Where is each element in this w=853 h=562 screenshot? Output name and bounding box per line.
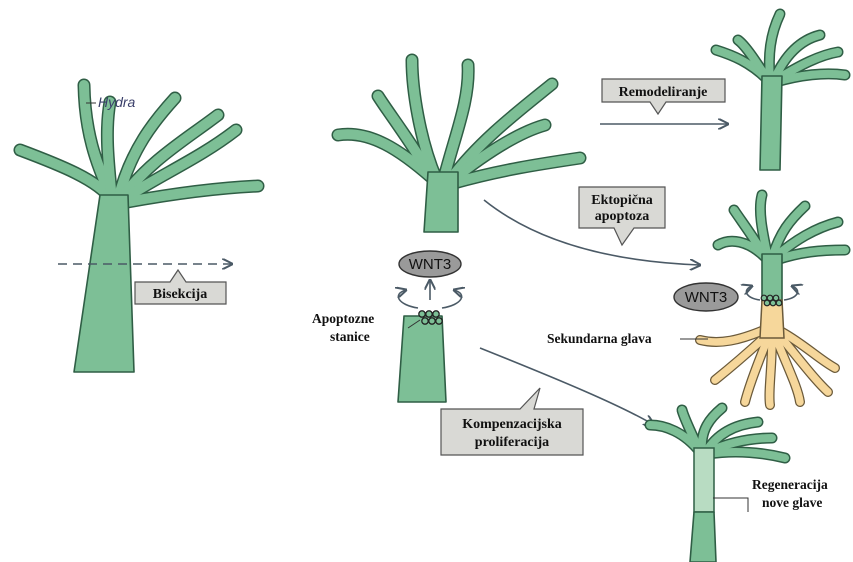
regeneration-label-line2: nove glave bbox=[762, 495, 822, 510]
hydra-label: Hydra bbox=[98, 94, 136, 110]
whole-hydra bbox=[20, 85, 258, 372]
apoptotic-cells-label-line2: stanice bbox=[330, 329, 370, 344]
compensatory-callout: Kompenzacijska proliferacija bbox=[441, 388, 583, 455]
regeneration-label-line1: Regeneracija bbox=[752, 477, 828, 492]
signal-arrow-right bbox=[442, 290, 462, 308]
remodeling-label: Remodeliranje bbox=[619, 85, 708, 100]
wnt3-label-left: WNT3 bbox=[409, 256, 452, 273]
wnt3-oval-left: WNT3 bbox=[399, 251, 461, 277]
secondary-head-label: Sekundarna glava bbox=[547, 331, 652, 346]
ectopic-label-line1: Ektopična bbox=[591, 193, 652, 208]
compensatory-label-line1: Kompenzacijska bbox=[462, 417, 562, 432]
wnt3-label-right: WNT3 bbox=[685, 289, 728, 306]
foot-fragment bbox=[398, 280, 462, 402]
bisection-callout: Bisekcija bbox=[135, 270, 226, 304]
wnt3-oval-right: WNT3 bbox=[674, 283, 738, 311]
apoptotic-cell-cluster bbox=[419, 311, 442, 324]
remodeling-callout: Remodeliranje bbox=[602, 79, 725, 114]
regeneration-leader bbox=[713, 498, 748, 512]
apoptotic-cells-label-line1: Apoptozne bbox=[312, 311, 374, 326]
compensatory-label-line2: proliferacija bbox=[475, 435, 549, 450]
signal-arrow-sec-right bbox=[784, 286, 798, 300]
ectopic-callout: Ektopična apoptoza bbox=[579, 187, 665, 245]
signal-arrow-sec-left bbox=[746, 286, 760, 300]
junction-cells bbox=[761, 295, 782, 306]
ectopic-label-line2: apoptoza bbox=[595, 209, 649, 224]
remodeled-hydra bbox=[716, 14, 845, 170]
signal-arrow-left bbox=[398, 290, 418, 308]
head-fragment bbox=[338, 60, 580, 232]
bisection-label: Bisekcija bbox=[153, 287, 207, 302]
secondary-head-tentacles bbox=[700, 330, 835, 405]
